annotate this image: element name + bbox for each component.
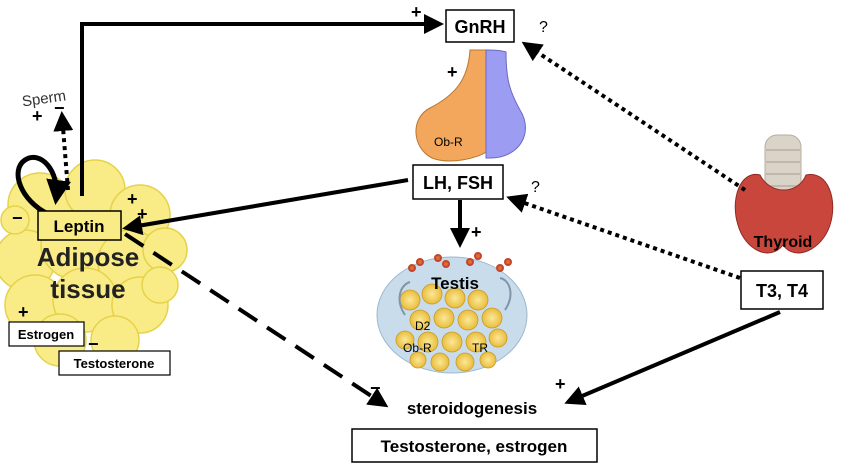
plus-sign: + bbox=[411, 2, 422, 22]
pituitary-illustration bbox=[415, 49, 526, 162]
leptin-self-loop bbox=[15, 155, 72, 217]
question-mark: ? bbox=[531, 179, 540, 196]
t3-t4-label: T3, T4 bbox=[756, 281, 808, 301]
leptin-box: Leptin bbox=[37, 210, 122, 241]
lh-fsh-label: LH, FSH bbox=[423, 173, 493, 193]
arrow-t3t4-to-gnrh bbox=[521, 41, 747, 192]
hormones-out-label: Testosterone, estrogen bbox=[381, 437, 568, 456]
sperm-label: Sperm bbox=[21, 87, 67, 110]
minus-sign: − bbox=[54, 98, 65, 118]
plus-sign: + bbox=[471, 222, 482, 242]
t3-t4-box: T3, T4 bbox=[740, 270, 824, 310]
plus-sign: + bbox=[447, 62, 458, 82]
leptin-label: Leptin bbox=[54, 217, 105, 236]
plus-sign: + bbox=[137, 204, 148, 224]
arrows bbox=[53, 14, 781, 408]
minus-sign: − bbox=[12, 208, 23, 228]
arrow-adipose-to-sperm bbox=[53, 111, 74, 191]
testis-illustration bbox=[376, 252, 528, 374]
testosterone-label: Testosterone bbox=[74, 356, 155, 371]
plus-sign: + bbox=[555, 374, 566, 394]
adipose-label-line1: Adipose bbox=[37, 242, 140, 272]
arrow-t3t4-to-steroidogenesis bbox=[564, 310, 781, 405]
d2-label: D2 bbox=[415, 319, 431, 333]
testosterone-box: Testosterone bbox=[58, 350, 171, 376]
minus-sign: − bbox=[370, 378, 381, 398]
ob-r-pituitary-label: Ob-R bbox=[434, 135, 463, 149]
gnrh-label: GnRH bbox=[455, 17, 506, 37]
plus-sign: + bbox=[18, 302, 29, 322]
tr-label: TR bbox=[472, 341, 488, 355]
plus-sign: + bbox=[32, 106, 43, 126]
lh-fsh-box: LH, FSH bbox=[412, 164, 504, 200]
thyroid-illustration bbox=[734, 134, 834, 254]
adipose-label-line2: tissue bbox=[50, 274, 125, 304]
question-mark: ? bbox=[539, 19, 548, 36]
estrogen-box: Estrogen bbox=[8, 321, 85, 347]
minus-sign: − bbox=[88, 334, 99, 354]
regulation-signs: + + ? + − + + − + ? + − − + bbox=[12, 2, 566, 398]
hormones-out-box: Testosterone, estrogen bbox=[351, 428, 598, 463]
plus-sign: + bbox=[127, 189, 138, 209]
arrow-lhfsh-to-leptin bbox=[122, 178, 409, 236]
arrow-leptin-to-gnrh bbox=[80, 14, 444, 196]
thyroid-label: Thyroid bbox=[754, 234, 813, 251]
arrow-leptin-to-steroidogenesis bbox=[123, 232, 389, 408]
arrow-t3t4-to-lhfsh bbox=[506, 193, 741, 280]
ob-r-testis-label: Ob-R bbox=[403, 341, 432, 355]
testis-label: Testis bbox=[431, 274, 479, 293]
estrogen-label: Estrogen bbox=[18, 327, 74, 342]
steroidogenesis-label: steroidogenesis bbox=[407, 399, 537, 418]
gnrh-box: GnRH bbox=[445, 9, 515, 43]
